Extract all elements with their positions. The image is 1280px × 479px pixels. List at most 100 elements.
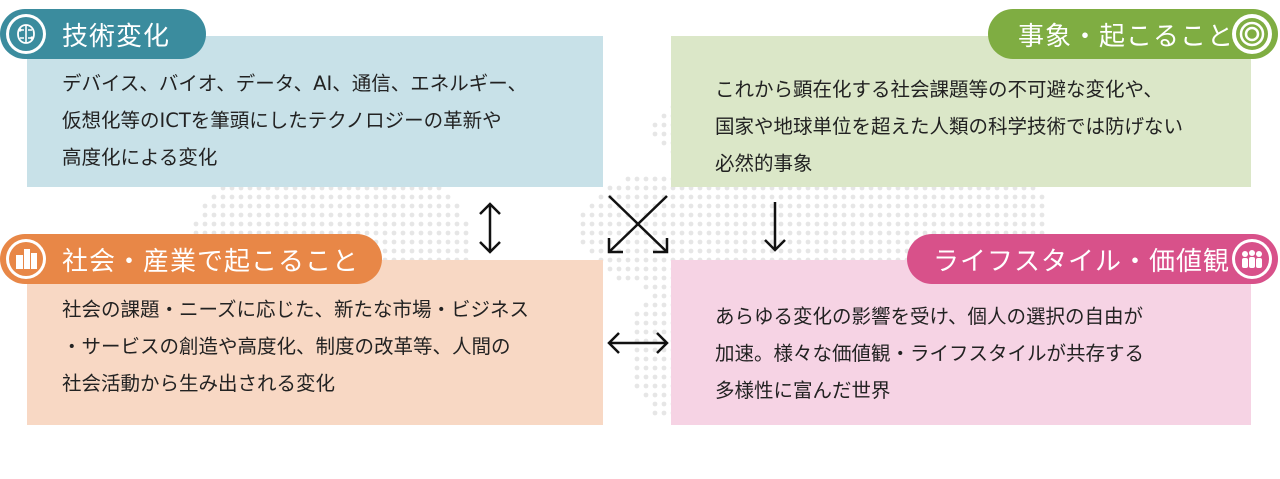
map-dot — [661, 266, 667, 272]
map-dot — [778, 212, 784, 218]
map-dot — [895, 248, 901, 254]
society-description: 社会の課題・ニーズに応じた、新たな市場・ビジネス ・サービスの創造や高度化、制度… — [62, 298, 530, 395]
map-dot — [616, 212, 622, 218]
map-dot — [652, 131, 658, 137]
map-dot — [436, 221, 442, 227]
lifestyle-title-pill: ライフスタイル・価値観 — [907, 234, 1278, 284]
map-dot — [643, 392, 649, 398]
map-dot — [652, 365, 658, 371]
map-dot — [265, 194, 271, 200]
map-dot — [715, 239, 721, 245]
map-dot — [796, 203, 802, 209]
map-dot — [265, 203, 271, 209]
vertical-double-arrow — [479, 202, 501, 254]
map-dot — [580, 230, 586, 236]
map-dot — [661, 176, 667, 182]
map-dot — [715, 230, 721, 236]
map-dot — [787, 194, 793, 200]
map-dot — [823, 203, 829, 209]
map-dot — [976, 221, 982, 227]
map-dot — [670, 203, 676, 209]
map-dot — [301, 212, 307, 218]
map-dot — [697, 212, 703, 218]
map-dot — [436, 248, 442, 254]
map-dot — [661, 257, 667, 263]
map-dot — [841, 194, 847, 200]
map-dot — [661, 230, 667, 236]
map-dot — [346, 221, 352, 227]
map-dot — [850, 221, 856, 227]
map-dot — [436, 194, 442, 200]
map-dot — [922, 221, 928, 227]
map-dot — [634, 311, 640, 317]
map-dot — [733, 212, 739, 218]
society-title-pill: 社会・産業で起こること — [0, 234, 382, 284]
map-dot — [706, 221, 712, 227]
map-dot — [652, 347, 658, 353]
map-dot — [310, 212, 316, 218]
map-dot — [625, 248, 631, 254]
map-dot — [652, 122, 658, 128]
map-dot — [760, 203, 766, 209]
map-dot — [733, 230, 739, 236]
map-dot — [652, 383, 658, 389]
map-dot — [643, 239, 649, 245]
map-dot — [841, 239, 847, 245]
map-dot — [751, 248, 757, 254]
map-dot — [661, 122, 667, 128]
map-dot — [778, 230, 784, 236]
map-dot — [679, 212, 685, 218]
map-dot — [958, 203, 964, 209]
map-dot — [634, 239, 640, 245]
map-dot — [661, 311, 667, 317]
map-dot — [904, 221, 910, 227]
map-dot — [256, 203, 262, 209]
map-dot — [391, 203, 397, 209]
tech-change-title: 技術変化 — [62, 21, 171, 52]
map-dot — [697, 230, 703, 236]
map-dot — [310, 221, 316, 227]
map-dot — [652, 212, 658, 218]
map-dot — [310, 203, 316, 209]
map-dot — [202, 203, 208, 209]
map-dot — [382, 212, 388, 218]
map-dot — [868, 239, 874, 245]
map-dot — [679, 230, 685, 236]
map-dot — [724, 230, 730, 236]
map-dot — [697, 203, 703, 209]
map-dot — [589, 230, 595, 236]
map-dot — [1039, 194, 1045, 200]
map-dot — [292, 221, 298, 227]
map-dot — [463, 221, 469, 227]
map-dot — [364, 194, 370, 200]
map-dot — [643, 320, 649, 326]
map-dot — [625, 257, 631, 263]
map-dot — [877, 212, 883, 218]
map-dot — [652, 374, 658, 380]
map-dot — [652, 410, 658, 416]
map-dot — [436, 239, 442, 245]
map-dot — [625, 176, 631, 182]
map-dot — [346, 194, 352, 200]
map-dot — [337, 194, 343, 200]
lifestyle-box: あらゆる変化の影響を受け、個人の選択の自由が 加速。様々な価値観・ライフスタイル… — [671, 260, 1251, 425]
map-dot — [670, 230, 676, 236]
map-dot — [778, 221, 784, 227]
map-dot — [238, 203, 244, 209]
map-dot — [607, 230, 613, 236]
map-dot — [346, 212, 352, 218]
map-dot — [427, 248, 433, 254]
map-dot — [634, 320, 640, 326]
map-dot — [742, 194, 748, 200]
map-dot — [589, 221, 595, 227]
map-dot — [643, 266, 649, 272]
map-dot — [841, 221, 847, 227]
map-dot — [301, 194, 307, 200]
map-dot — [418, 221, 424, 227]
map-dot — [400, 239, 406, 245]
map-dot — [661, 293, 667, 299]
map-dot — [364, 230, 370, 236]
map-dot — [670, 248, 676, 254]
map-dot — [400, 221, 406, 227]
map-dot — [418, 230, 424, 236]
